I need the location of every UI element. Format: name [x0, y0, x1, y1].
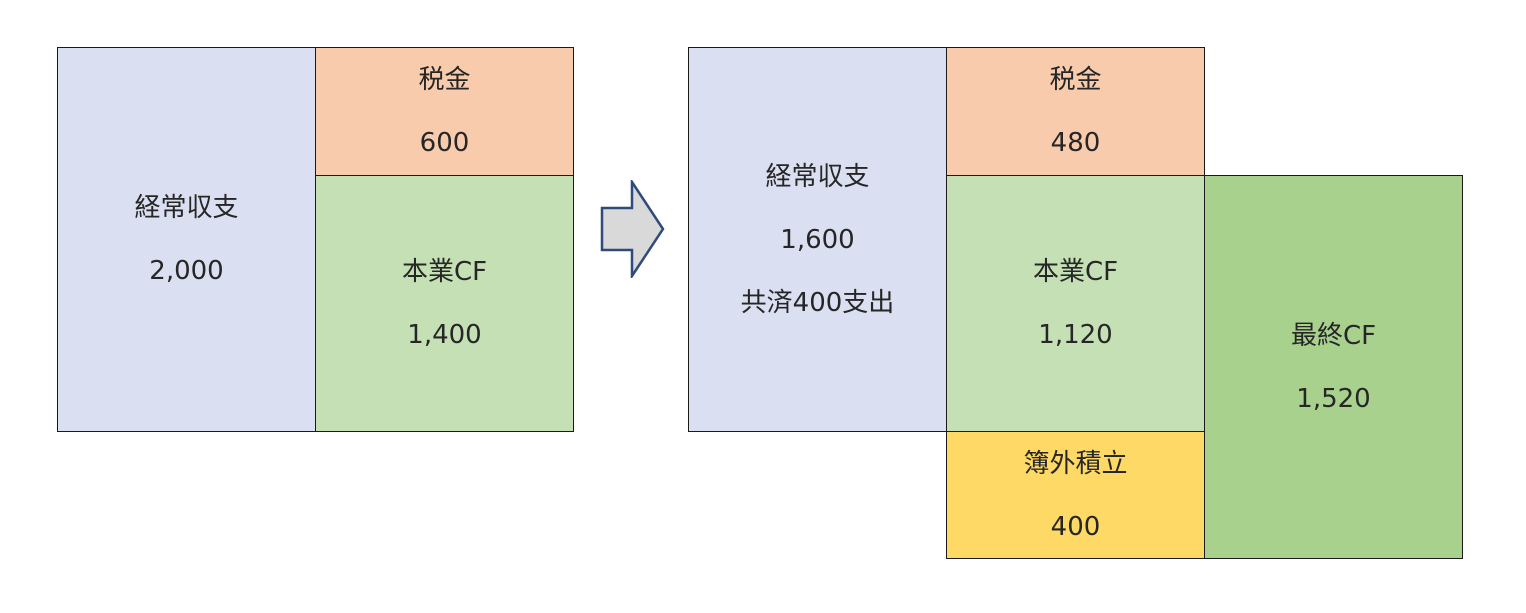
- right-core-cf-label: 本業CF: [1032, 257, 1119, 287]
- left-tax-value: 600: [419, 128, 470, 158]
- left-core-cf-value: 1,400: [407, 320, 482, 350]
- right-income-note: 共済400支出: [740, 287, 895, 318]
- right-tax-value: 480: [1050, 128, 1101, 158]
- right-income-label: 経常収支: [765, 161, 870, 192]
- left-income-block: 経常収支 2,000: [57, 47, 316, 432]
- left-tax-block: 税金 600: [315, 47, 574, 176]
- left-income-value: 2,000: [149, 256, 224, 286]
- right-income-value: 1,600: [780, 224, 855, 255]
- right-arrow-shape: [600, 180, 665, 278]
- right-final-cf-block: 最終CF 1,520: [1204, 175, 1463, 559]
- right-final-cf-label: 最終CF: [1290, 320, 1377, 351]
- right-tax-label: 税金: [1049, 65, 1102, 95]
- right-off-book-value: 400: [1050, 511, 1101, 542]
- right-tax-block: 税金 480: [946, 47, 1205, 176]
- right-core-cf-block: 本業CF 1,120: [946, 175, 1205, 432]
- left-core-cf-label: 本業CF: [401, 257, 488, 287]
- right-income-block: 経常収支 1,600 共済400支出: [688, 47, 947, 432]
- left-income-label: 経常収支: [134, 193, 239, 223]
- right-off-book-label: 簿外積立: [1023, 448, 1128, 479]
- right-off-book-block: 簿外積立 400: [946, 431, 1205, 559]
- left-tax-label: 税金: [418, 65, 471, 95]
- left-core-cf-block: 本業CF 1,400: [315, 175, 574, 432]
- right-arrow-icon: [600, 180, 665, 278]
- right-final-cf-value: 1,520: [1296, 383, 1371, 414]
- right-core-cf-value: 1,120: [1038, 320, 1113, 350]
